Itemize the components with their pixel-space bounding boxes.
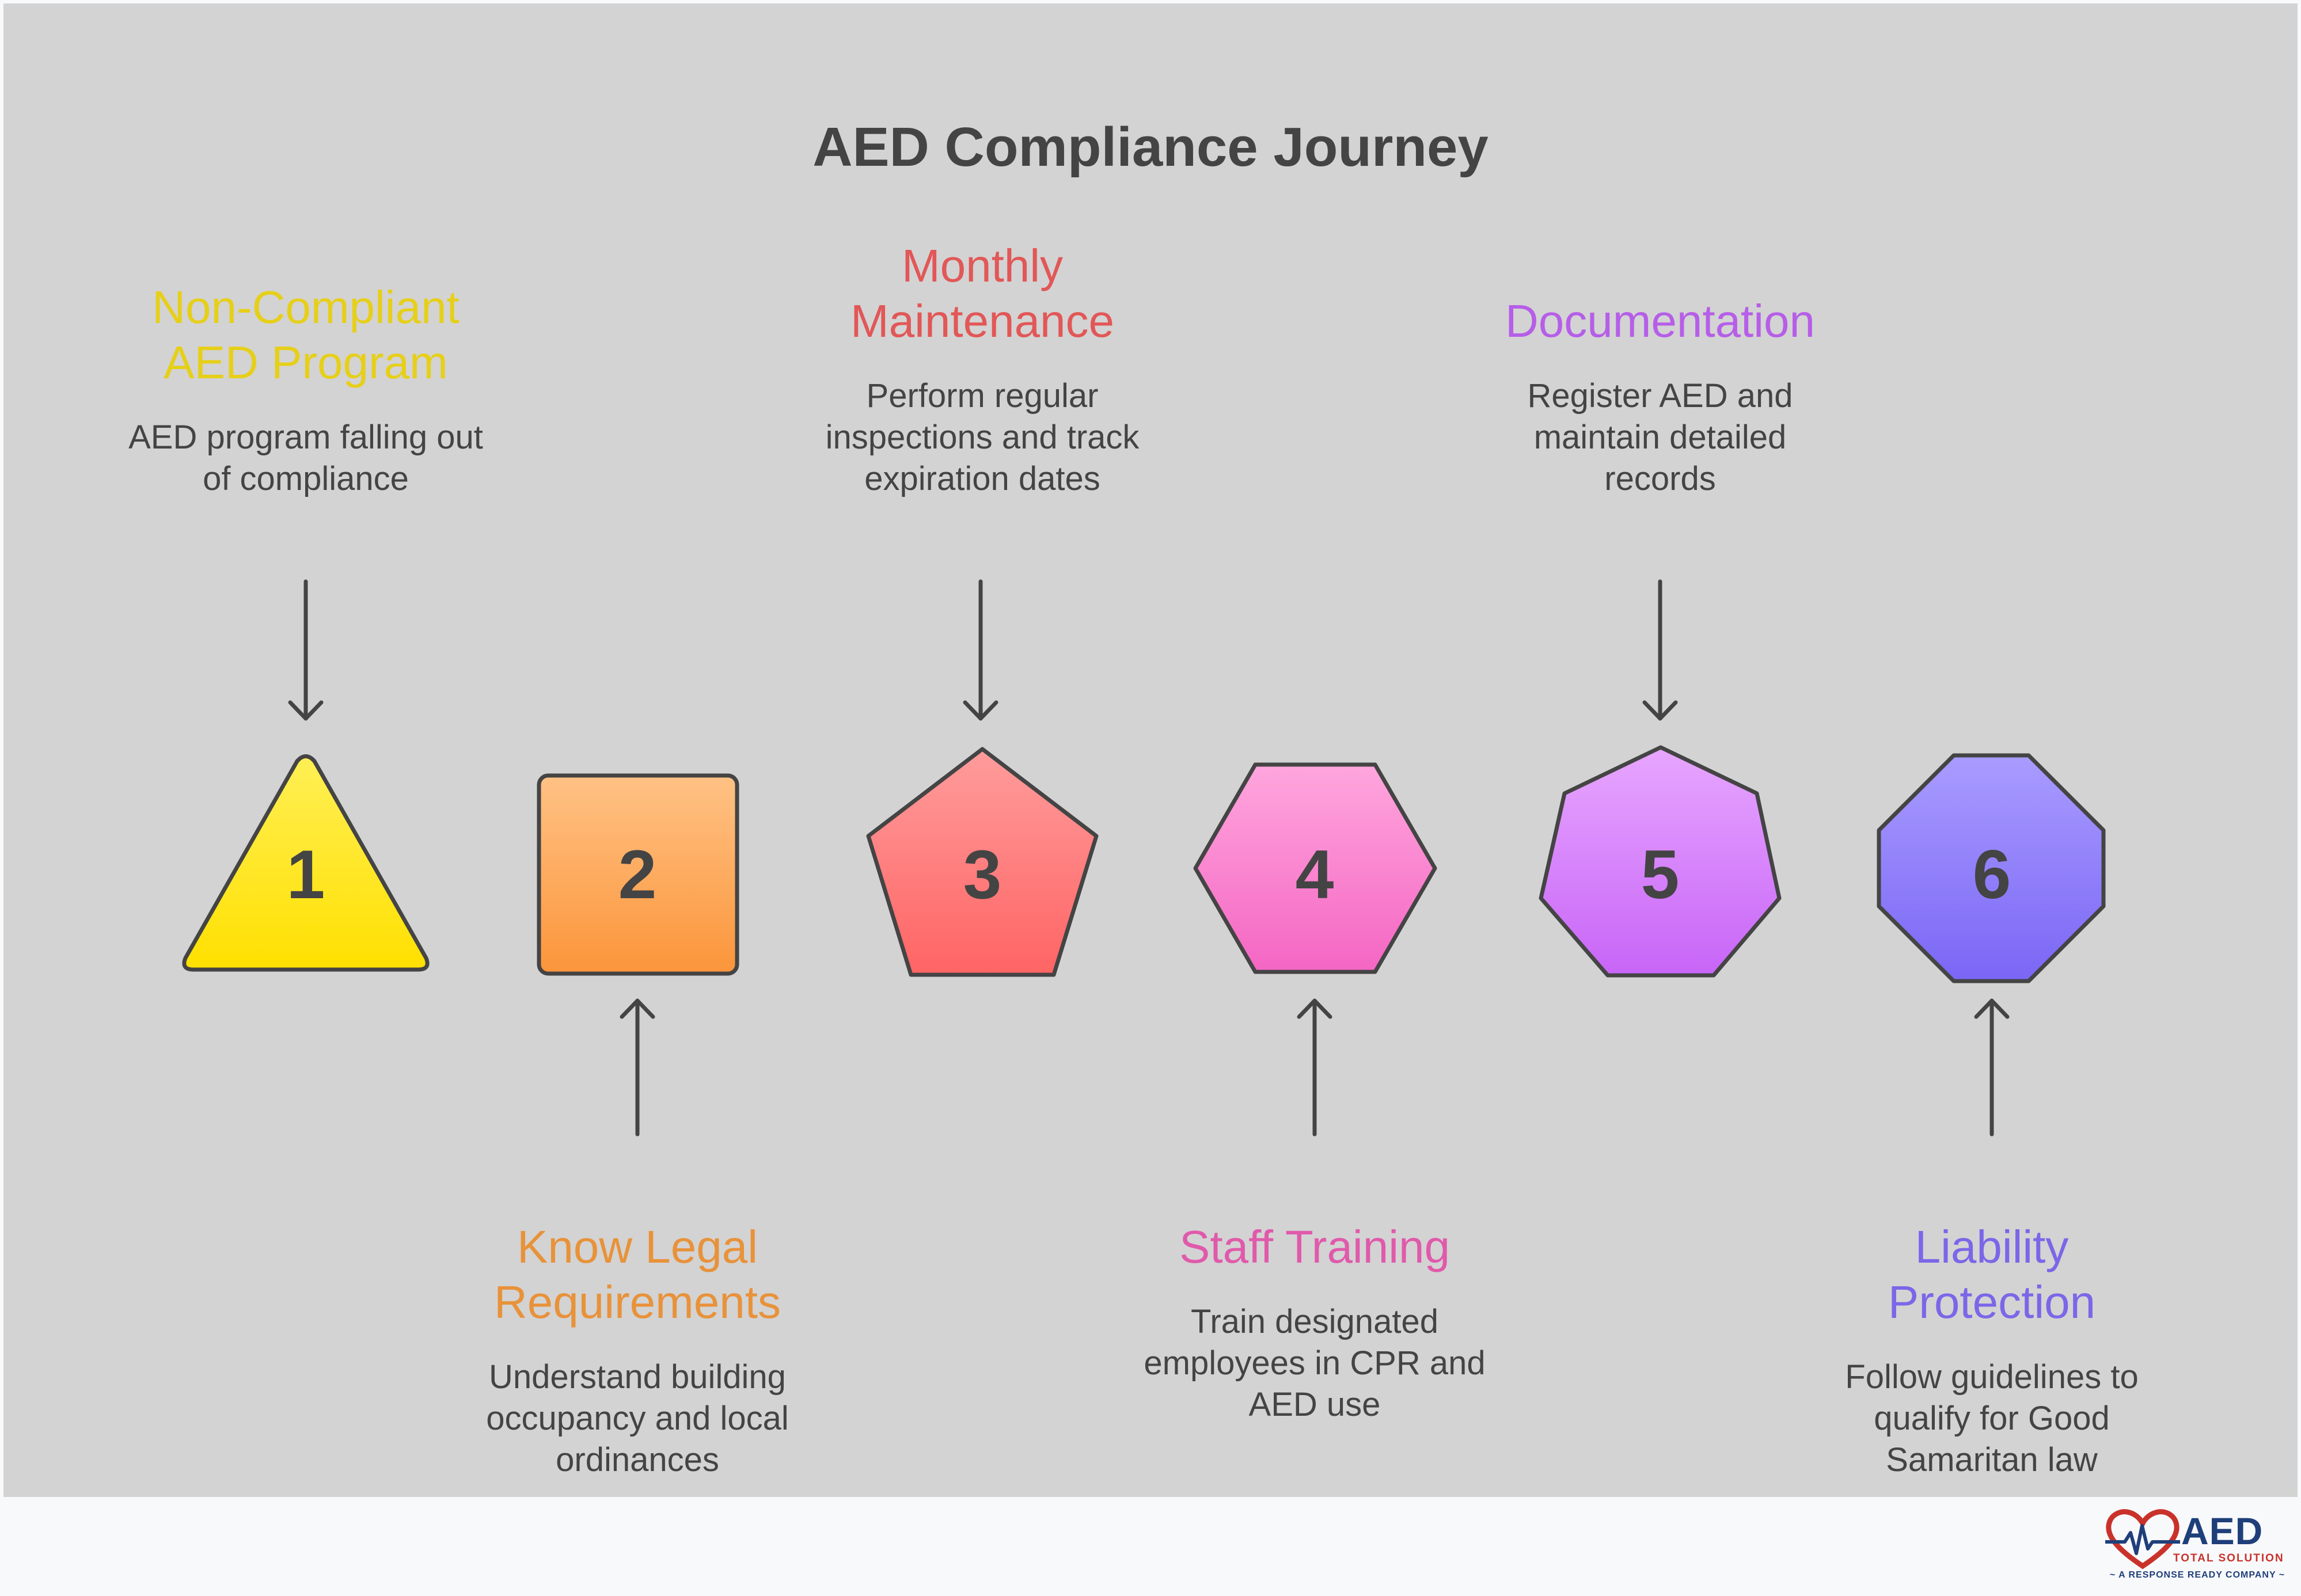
step-3-description: Perform regular inspections and track ex… <box>769 375 1195 500</box>
step-3-title-line: Maintenance <box>850 295 1115 347</box>
step-2-desc-line: occupancy and local <box>486 1400 789 1437</box>
step-6-number: 6 <box>1973 836 2011 913</box>
step-2-number: 2 <box>618 836 657 913</box>
arrow-step-6 <box>1974 998 2010 1137</box>
diagram-panel <box>3 3 2298 1497</box>
step-1-title: Non-Compliant AED Program <box>81 280 530 390</box>
arrow-step-2 <box>620 998 655 1137</box>
step-4-desc-line: AED use <box>1248 1386 1381 1423</box>
step-2-desc-line: ordinances <box>556 1441 719 1479</box>
step-3-number: 3 <box>963 836 1002 913</box>
logo-subtext: TOTAL SOLUTION <box>2173 1552 2284 1564</box>
step-3-title: Monthly Maintenance <box>758 238 1207 349</box>
step-1-desc-line: AED program falling out <box>128 419 483 456</box>
step-6-desc-line: Samaritan law <box>1886 1441 2098 1479</box>
step-4-number: 4 <box>1296 836 1334 913</box>
step-4-title: Staff Training <box>1090 1219 1539 1275</box>
step-5-number: 5 <box>1641 836 1680 913</box>
logo-text: AED <box>2181 1510 2264 1552</box>
logo-tagline: ~ A RESPONSE READY COMPANY ~ <box>2109 1570 2285 1580</box>
arrow-step-5 <box>1642 579 1678 721</box>
step-5-desc-line: Register AED and <box>1527 377 1793 415</box>
step-4-description: Train designated employees in CPR and AE… <box>1102 1301 1528 1426</box>
step-6-title-line: Liability <box>1915 1221 2069 1272</box>
step-4-desc-line: Train designated <box>1191 1303 1438 1340</box>
step-6-octagon <box>1877 753 2106 983</box>
step-5-desc-line: records <box>1604 460 1716 497</box>
step-1-number: 1 <box>287 836 325 913</box>
step-6-description: Follow guidelines to qualify for Good Sa… <box>1779 1356 2205 1481</box>
arrow-step-3 <box>963 579 998 721</box>
step-2-description: Understand building occupancy and local … <box>424 1356 850 1481</box>
step-1-description: AED program falling out of compliance <box>93 417 519 500</box>
step-2-title-line: Know Legal <box>517 1221 758 1272</box>
step-5-description: Register AED and maintain detailed recor… <box>1447 375 1873 500</box>
step-4-title-line: Staff Training <box>1179 1221 1450 1272</box>
step-2-title: Know Legal Requirements <box>413 1219 862 1330</box>
step-3-desc-line: expiration dates <box>864 460 1100 497</box>
page-title: AED Compliance Journey <box>812 116 1489 178</box>
step-1-title-line: Non-Compliant <box>152 282 460 333</box>
step-3-pentagon <box>866 747 1099 977</box>
footer-strip <box>0 1497 2301 1596</box>
step-3-desc-line: Perform regular <box>866 377 1099 415</box>
step-5-title: Documentation <box>1436 294 1885 349</box>
step-2-square <box>537 773 739 976</box>
step-1-desc-line: of compliance <box>203 460 409 497</box>
step-4-hexagon <box>1193 762 1437 974</box>
step-1-triangle <box>182 754 430 972</box>
step-5-title-line: Documentation <box>1505 295 1816 347</box>
arrow-step-1 <box>288 579 324 721</box>
step-5-heptagon <box>1539 745 1782 978</box>
step-3-title-line: Monthly <box>901 240 1064 291</box>
step-6-desc-line: Follow guidelines to <box>1845 1358 2139 1396</box>
step-4-desc-line: employees in CPR and <box>1144 1344 1486 1382</box>
heart-pulse-icon <box>2105 1509 2180 1570</box>
step-5-desc-line: maintain detailed <box>1533 419 1787 456</box>
step-6-desc-line: qualify for Good <box>1874 1400 2110 1437</box>
step-6-title-line: Protection <box>1888 1276 2096 1328</box>
aed-logo: AED TOTAL SOLUTION ~ A RESPONSE READY CO… <box>2105 1507 2289 1588</box>
step-3-desc-line: inspections and track <box>825 419 1140 456</box>
arrow-step-4 <box>1297 998 1332 1137</box>
step-1-title-line: AED Program <box>164 337 448 388</box>
step-2-desc-line: Understand building <box>489 1358 786 1396</box>
step-6-title: Liability Protection <box>1767 1219 2216 1330</box>
step-2-title-line: Requirements <box>493 1276 781 1328</box>
